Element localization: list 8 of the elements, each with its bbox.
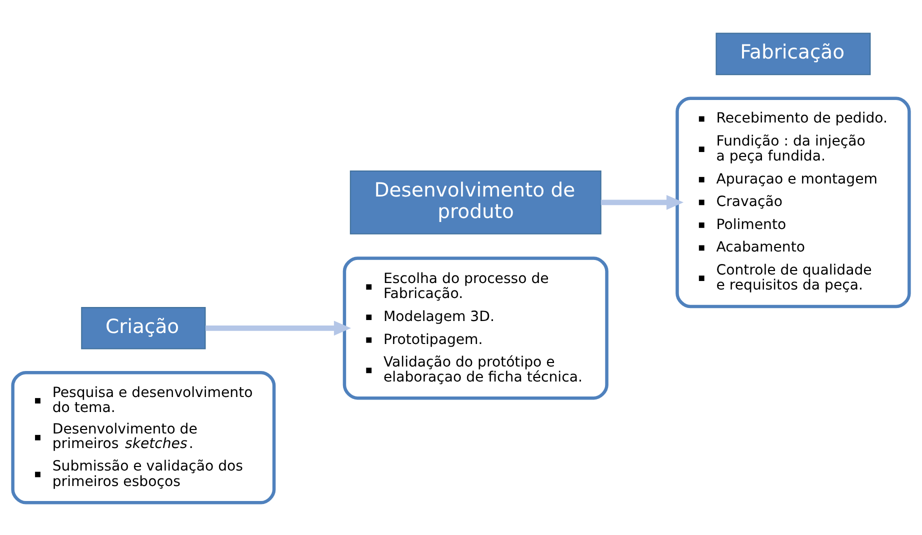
arrow (600, 194, 684, 210)
node-box: Fabricação (716, 32, 871, 75)
node-box: Criação (81, 306, 206, 349)
node-box: Pesquisa e desenvolvimento do tema. Desenvolvimento de primeiros sketches. Submissão e validação dos primeiros esboços (11, 370, 276, 504)
node-box: Desenvolvimento de produto (350, 170, 602, 234)
node-box: Recebimento de pedido. Fundição : da injeção a peça fundida. Apuraçao e montagem Cravação Polimento Acabamento Controle de qualidade e requisitos da peça. (676, 96, 911, 308)
node-box: Escolha do processo de Fabricação. Modelagem 3D. Prototipagem. Validação do protótipo e elaboraçao de ficha técnica. (342, 256, 608, 400)
arrow (205, 320, 351, 336)
